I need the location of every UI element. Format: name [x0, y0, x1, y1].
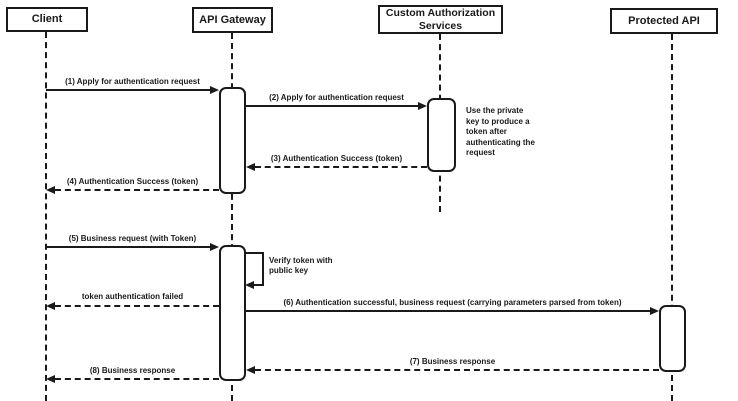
activation-protected-api — [659, 305, 686, 372]
message-7-line — [255, 369, 659, 371]
arrowhead-right-icon — [650, 307, 659, 315]
message-3-label: (3) Authentication Success (token) — [270, 154, 403, 163]
arrowhead-left-icon — [46, 302, 55, 310]
self-message-right-line — [262, 252, 264, 286]
activation-api-gateway-auth — [219, 87, 246, 194]
self-message-top-line — [246, 252, 264, 254]
arrowhead-left-icon — [246, 163, 255, 171]
arrowhead-left-icon — [46, 186, 55, 194]
actor-api-gateway: API Gateway — [192, 7, 273, 33]
message-8-line — [55, 378, 219, 380]
self-message-verify-token-label: Verify token with public key — [269, 256, 333, 275]
arrowhead-right-icon — [418, 102, 427, 110]
lifeline-protected-api — [671, 34, 673, 401]
message-token-auth-failed-line — [55, 305, 219, 307]
actor-custom-authorization-services: Custom Authorization Services — [378, 5, 503, 34]
arrowhead-left-icon — [46, 375, 55, 383]
message-5-line — [46, 246, 210, 248]
message-8-label: (8) Business response — [89, 366, 176, 375]
actor-protected-api-label: Protected API — [628, 14, 700, 27]
message-2-label: (2) Apply for authentication request — [269, 93, 404, 102]
arrowhead-left-icon — [245, 281, 254, 289]
message-6-line — [246, 310, 650, 312]
lifeline-api-gateway — [231, 33, 233, 401]
message-5-label: (5) Business request (with Token) — [68, 234, 197, 243]
actor-client-label: Client — [31, 13, 63, 26]
note-private-key: Use the private key to produce a token a… — [466, 106, 535, 158]
actor-api-gateway-label: API Gateway — [199, 13, 266, 26]
actor-client: Client — [6, 7, 88, 32]
arrowhead-left-icon — [246, 366, 255, 374]
message-4-label: (4) Authentication Success (token) — [66, 177, 199, 186]
lifeline-client — [45, 32, 47, 401]
message-1-line — [46, 89, 210, 91]
message-1-label: (1) Apply for authentication request — [65, 77, 200, 86]
actor-protected-api: Protected API — [610, 8, 718, 34]
self-message-bottom-line — [254, 284, 264, 286]
activation-api-gateway-business — [219, 245, 246, 381]
arrowhead-right-icon — [210, 86, 219, 94]
message-4-line — [55, 189, 219, 191]
message-6-label: (6) Authentication successful, business … — [283, 298, 622, 307]
message-2-line — [246, 105, 418, 107]
message-3-line — [255, 166, 427, 168]
message-token-auth-failed-label: token authentication failed — [81, 292, 184, 301]
message-7-label: (7) Business response — [409, 357, 496, 366]
activation-custom-authorization-services — [427, 98, 456, 172]
actor-custom-authorization-services-label: Custom Authorization Services — [385, 7, 496, 32]
arrowhead-right-icon — [210, 243, 219, 251]
